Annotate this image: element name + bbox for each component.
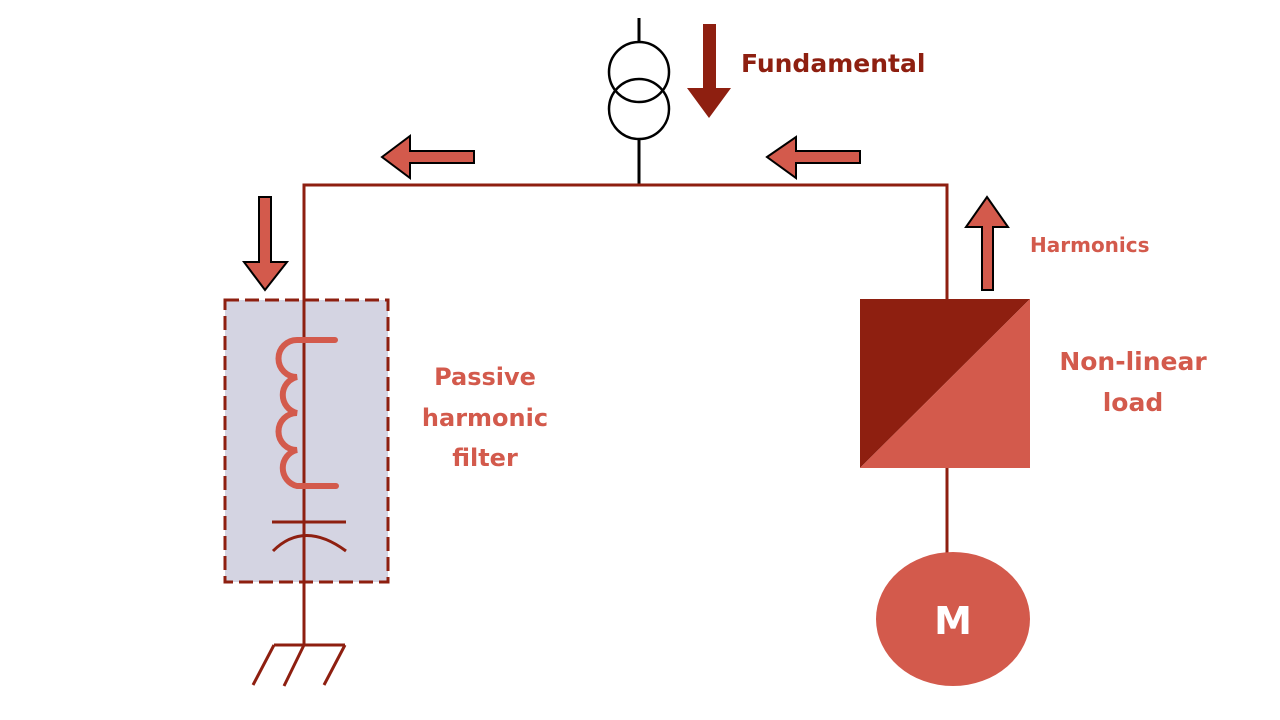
bus-arrow-left-icon	[380, 134, 475, 180]
motor-label: M	[934, 599, 972, 643]
inductor-icon	[275, 337, 339, 489]
busbar-wire	[302, 183, 949, 582]
motor-icon: M	[876, 552, 1030, 686]
fundamental-arrow-icon	[687, 24, 731, 118]
capacitor-icon	[271, 520, 347, 553]
filter-label-line1: Passive	[434, 363, 536, 391]
filter-label-line3: filter	[452, 444, 518, 472]
harmonics-label: Harmonics	[1030, 233, 1150, 257]
load-label-line1: Non-linear	[1059, 347, 1207, 376]
bus-arrow-right-icon	[765, 135, 861, 180]
ground-icon	[251, 643, 347, 687]
filter-label-line2: harmonic	[422, 404, 548, 432]
passive-harmonic-filter	[223, 290, 390, 645]
load-label-line2: load	[1103, 388, 1164, 417]
filter-arrow-icon	[242, 196, 290, 292]
fundamental-label: Fundamental	[741, 49, 925, 78]
transformer-icon	[607, 18, 671, 185]
harmonics-arrow-icon	[964, 195, 1010, 291]
converter-icon	[860, 299, 1030, 468]
